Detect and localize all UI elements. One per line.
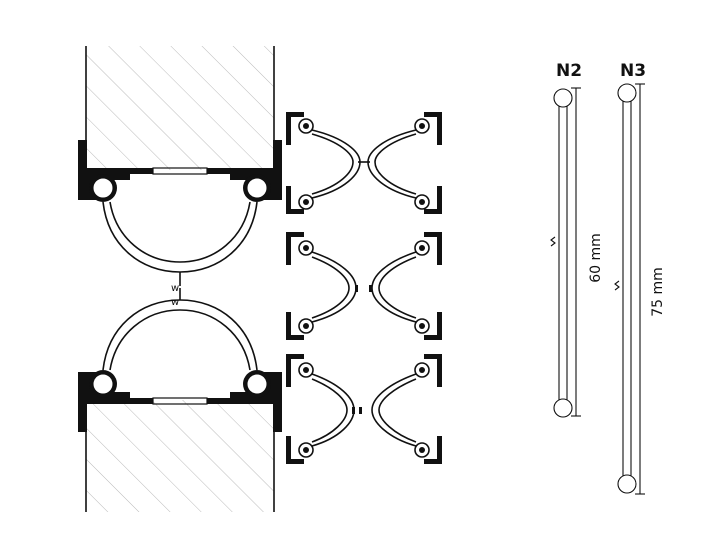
svg-text:w: w (171, 297, 179, 308)
joint-views (286, 112, 442, 464)
profile-n2-name: N2 (556, 61, 582, 81)
profile-n3: N3 75 mm (614, 61, 666, 495)
wall-section: w w (78, 46, 282, 512)
profile-n3-name: N3 (620, 61, 646, 81)
lower-channel (78, 370, 282, 432)
profile-n2-length: 60 mm (588, 233, 604, 283)
lower-wall (86, 400, 274, 512)
profile-n3-length: 75 mm (650, 267, 666, 317)
upper-channel (78, 140, 282, 202)
svg-text:w: w (171, 283, 179, 294)
joint-view-open (286, 232, 442, 340)
upper-seal: w (102, 201, 258, 294)
lower-seal: w (102, 288, 258, 371)
profile-n2: N2 60 mm (550, 61, 604, 418)
joint-view-offset (286, 354, 442, 464)
joint-view-compressed (286, 112, 442, 214)
upper-wall (86, 46, 274, 170)
